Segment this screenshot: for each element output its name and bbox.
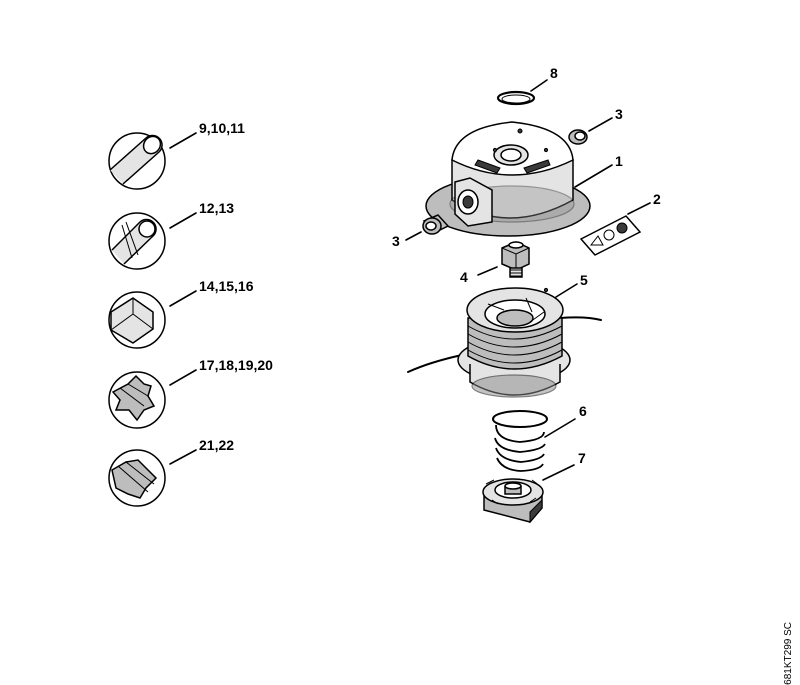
part-label-6: 6 [579, 403, 587, 419]
warning-label: 2 [579, 191, 661, 256]
reference-code: 681KT299 SC [783, 622, 794, 685]
cross-section-twisted: 21,22 [108, 437, 234, 507]
threaded-stud: 4 [460, 241, 530, 285]
cross-section-star: 17,18,19,20 [108, 357, 273, 429]
eyelet-right: 3 [568, 106, 623, 145]
part-label-3-right: 3 [615, 106, 623, 122]
part-label-8: 8 [550, 65, 558, 81]
cross-section-square: 14,15,16 [108, 278, 254, 349]
part-label-1: 1 [615, 153, 623, 169]
cover-ring: 8 [496, 65, 558, 106]
part-label-5: 5 [580, 272, 588, 288]
cross-section-grooved: 12,13 [108, 200, 234, 270]
exploded-parts-diagram: 9,10,11 12,13 14,15,16 17,18,19,20 21,22 [108, 65, 661, 524]
cross-section-label-5: 21,22 [199, 437, 234, 453]
part-label-4: 4 [460, 269, 468, 285]
cross-section-label-1: 9,10,11 [199, 120, 245, 136]
cross-section-label-3: 14,15,16 [199, 278, 254, 294]
part-label-3-left: 3 [392, 233, 400, 249]
cross-section-label-2: 12,13 [199, 200, 234, 216]
housing: 1 [425, 121, 623, 237]
base-cap: 7 [482, 450, 586, 524]
cross-section-label-4: 17,18,19,20 [199, 357, 273, 373]
spring: 6 [492, 403, 587, 472]
eyelet-left: 3 [392, 214, 450, 249]
cross-section-round: 9,10,11 [108, 120, 245, 190]
part-label-2: 2 [653, 191, 661, 207]
part-label-7: 7 [578, 450, 586, 466]
spool: 5 [407, 272, 602, 398]
